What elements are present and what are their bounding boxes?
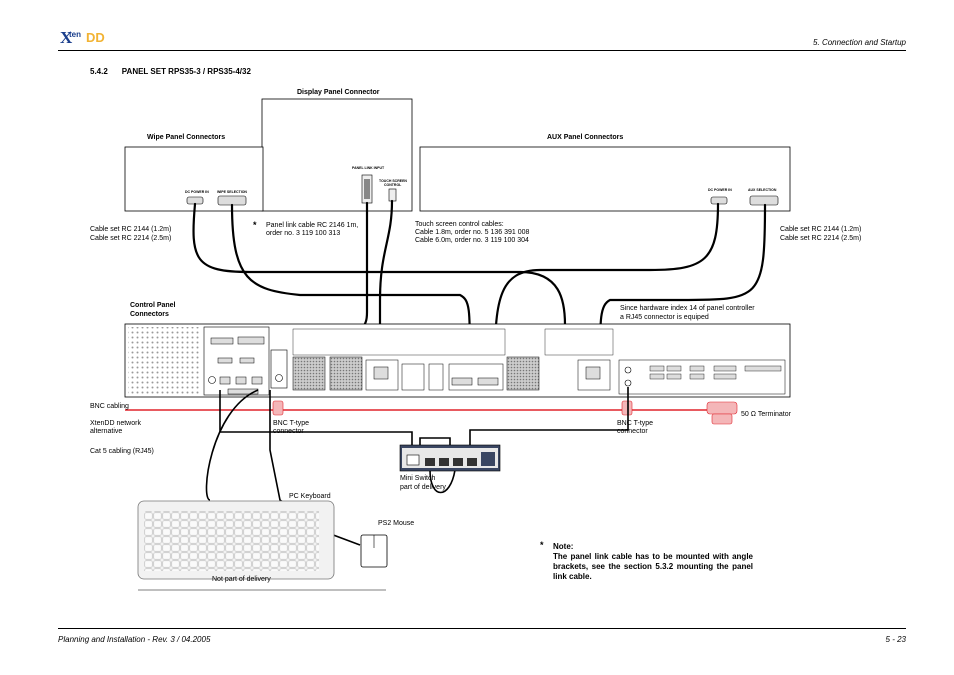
cable-left-1: Cable set RC 2144 (1.2m) [90, 226, 172, 233]
page-number: 5 - 23 [885, 635, 906, 644]
control-panel-title-2: Connectors [130, 311, 169, 318]
section-heading: 5.4.2 PANEL SET RPS35-3 / RPS35-4/32 [90, 67, 265, 76]
mini-switch-label-2: part of delivery [400, 484, 446, 491]
control-panel-fans [292, 356, 540, 391]
aux-power-cable [493, 202, 720, 362]
xtendd-logo: X ten DD [60, 28, 112, 47]
logo-dd: DD [86, 30, 105, 45]
note-body: The panel link cable has to be mounted w… [553, 552, 753, 581]
terminator-shape [706, 401, 738, 415]
aux-panel-box [419, 146, 791, 212]
aux-dc-power-label: DC POWER IN [708, 188, 732, 192]
mini-switch-drawing [399, 444, 501, 472]
pc-keyboard-label: PC Keyboard [289, 493, 331, 500]
touch-screen-cable [378, 199, 394, 362]
keyboard-cable [205, 389, 259, 501]
wipe-selection-connector [217, 195, 247, 206]
wipe-selection-label: WIPE SELECTION [217, 190, 247, 194]
footer-rule [58, 628, 906, 629]
note-star: * [540, 540, 544, 550]
section-number: 5.4.2 [90, 67, 108, 76]
aux-selection-label: AUX SELECTION [748, 188, 777, 192]
touch-cable-1: Touch screen control cables: [415, 221, 504, 228]
cable-right-1: Cable set RC 2144 (1.2m) [780, 226, 862, 233]
rj45-note-1: Since hardware index 14 of panel control… [620, 305, 755, 312]
wipe-power-cable [192, 202, 567, 327]
bnc-t-right [621, 400, 633, 416]
section-title: PANEL SET RPS35-3 / RPS35-4/32 [121, 67, 251, 76]
display-panel-box [261, 98, 413, 212]
note-heading: Note: [553, 542, 574, 551]
terminator-label: 50 Ω Terminator [741, 411, 791, 418]
xtendd-network-label-1: XtenDD network [90, 420, 141, 427]
bnc-t-left-label-1: BNC T-type [273, 420, 310, 427]
note-block: Note: The panel link cable has to be mou… [553, 542, 753, 582]
ps2-mouse-label: PS2 Mouse [378, 520, 415, 527]
touch-cable-3: Cable 6.0m, order no. 3 119 100 304 [415, 237, 529, 244]
touch-cable-2: Cable 1.8m, order no. 5 136 391 008 [415, 229, 530, 236]
cable-right-2: Cable set RC 2214 (2.5m) [780, 235, 862, 242]
bnc-t-right-label-2: connector [617, 428, 648, 435]
panel-link-cable-1: Panel link cable RC 2146 1m, [266, 222, 359, 229]
header-rule [58, 50, 906, 51]
bnc-cabling-label: BNC cabling [90, 403, 129, 410]
cat5-label: Cat 5 cabling (RJ45) [90, 448, 154, 455]
rj45-note-2: a RJ45 connector is equiped [620, 314, 709, 321]
panel-link-input-label: PANEL LINK INPUT [352, 166, 385, 170]
touch-screen-label-2: CONTROL [384, 183, 402, 187]
not-part-of-delivery-label: Not part of delivery [212, 576, 271, 583]
display-panel-title: Display Panel Connector [297, 89, 380, 96]
footer-left: Planning and Installation - Rev. 3 / 04.… [58, 635, 211, 644]
aux-selection-cable [598, 203, 767, 362]
bnc-t-right-label-1: BNC T-type [617, 420, 654, 427]
wipe-selection-cable [230, 203, 472, 362]
wipe-dc-power-label: DC POWER IN [185, 190, 209, 194]
logo-ten: ten [69, 30, 81, 39]
control-panel-grille [128, 327, 201, 394]
control-panel-title-1: Control Panel [130, 302, 176, 309]
panel-link-cable-2: order no. 3 119 100 313 [266, 230, 341, 237]
aux-selection-connector [749, 195, 779, 206]
aux-panel-title: AUX Panel Connectors [547, 134, 624, 141]
cable-left-2: Cable set RC 2214 (2.5m) [90, 235, 172, 242]
aux-dc-power-connector [710, 196, 728, 205]
chapter-title: 5. Connection and Startup [813, 38, 906, 47]
logo-x: X [60, 28, 73, 47]
bnc-t-left-label-2: connector [273, 428, 304, 435]
terminator-legend [711, 413, 733, 425]
mini-switch-label-1: Mini Switch [400, 475, 436, 482]
keyboard-drawing [137, 500, 335, 580]
bnc-t-left [272, 400, 284, 416]
touch-screen-connector [388, 188, 397, 202]
xtendd-network-label-2: alternative [90, 428, 123, 435]
wipe-panel-title: Wipe Panel Connectors [147, 134, 226, 141]
panel-link-star: * [253, 220, 257, 230]
touch-screen-label-1: TOUCH SCREEN [379, 179, 407, 183]
